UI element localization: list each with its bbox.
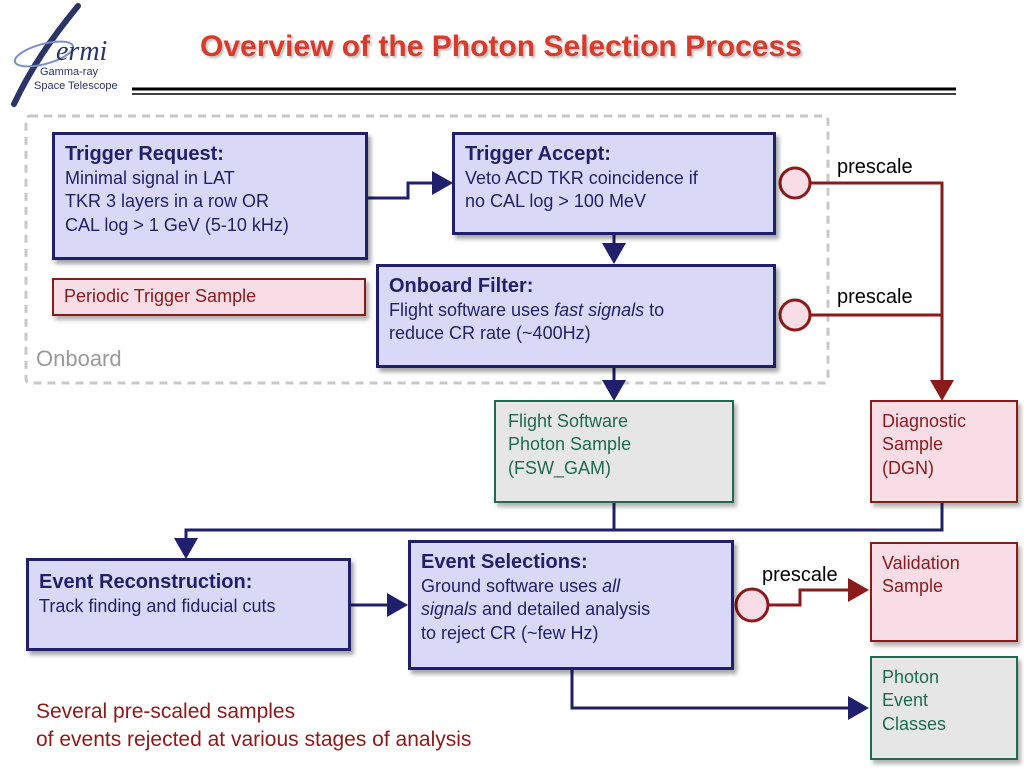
trigger-request-title: Trigger Request:	[65, 143, 224, 165]
page-title: Overview of the Photon Selection Process	[200, 30, 802, 63]
event-selections-line: to reject CR (~few Hz)	[421, 622, 599, 643]
fsw-gam-line: Photon Sample	[508, 434, 632, 455]
prescale-circle	[734, 587, 770, 623]
trigger-request-line: CAL log > 1 GeV (5-10 kHz)	[65, 214, 289, 235]
arrow-fsw-to-recon	[174, 503, 616, 559]
diagnostic-sample-line: (DGN)	[882, 457, 934, 478]
event-reconstruction-title: Event Reconstruction:	[39, 571, 253, 593]
photon-event-classes-box: Photon Event Classes	[870, 656, 1018, 760]
prescale-line-selections	[768, 578, 869, 607]
periodic-trigger-sample-box: Periodic Trigger Sample	[52, 278, 366, 316]
logo-line1: Gamma-ray	[40, 66, 99, 78]
event-selections-text: and detailed analysis	[477, 599, 651, 620]
trigger-request-line: Minimal signal in LAT	[65, 168, 235, 188]
validation-sample-box: Validation Sample	[870, 542, 1018, 642]
event-selections-box: Event Selections: Ground software uses a…	[408, 540, 734, 670]
prescale-label: prescale	[762, 564, 838, 586]
event-reconstruction-box: Event Reconstruction: Track finding and …	[26, 558, 351, 651]
diagnostic-sample-line: Sample	[882, 434, 944, 455]
trigger-request-box: Trigger Request: Minimal signal in LAT T…	[52, 132, 368, 260]
onboard-filter-title: Onboard Filter:	[389, 275, 534, 297]
photon-event-classes-line: Event	[882, 690, 929, 711]
onboard-filter-line: Flight software uses fast signals to	[389, 299, 763, 322]
fsw-gam-sample-box: Flight Software Photon Sample (FSW_GAM)	[494, 400, 734, 503]
prescale-line-accept	[810, 181, 954, 401]
line-dgn-merge	[614, 503, 944, 532]
diagnostic-sample-box: Diagnostic Sample (DGN)	[870, 400, 1018, 503]
prescale-circle	[778, 166, 812, 200]
diagnostic-sample-line: Diagnostic	[882, 411, 967, 431]
trigger-accept-title: Trigger Accept:	[465, 143, 611, 165]
footnote-line: of events rejected at various stages of …	[36, 728, 472, 752]
fsw-gam-line: (FSW_GAM)	[508, 457, 611, 478]
event-reconstruction-line: Track finding and fiducial cuts	[39, 596, 276, 616]
onboard-filter-line: reduce CR rate (~400Hz)	[389, 323, 591, 344]
event-selections-line: Ground software uses all	[421, 575, 721, 598]
trigger-accept-box: Trigger Accept: Veto ACD TKR coincidence…	[452, 132, 776, 235]
photon-event-classes-line: Classes	[882, 713, 947, 734]
event-selections-emphasis: all	[602, 576, 621, 596]
onboard-filter-emphasis: fast signals	[554, 300, 645, 320]
event-selections-emphasis: signals	[421, 599, 478, 620]
footnote-line: Several pre-scaled samples	[36, 700, 296, 723]
event-selections-text: Ground software uses	[421, 576, 603, 596]
photon-event-classes-line: Photon	[882, 667, 940, 687]
onboard-filter-text: Flight software uses	[389, 300, 555, 320]
fsw-gam-line: Flight Software	[508, 411, 629, 431]
onboard-filter-box: Onboard Filter: Flight software uses fas…	[376, 264, 776, 368]
fermi-logo-icon	[11, 3, 81, 107]
prescale-label: prescale	[837, 286, 913, 308]
prescale-circle	[778, 298, 812, 332]
footnote: Several pre-scaled samples of events rej…	[36, 698, 471, 755]
trigger-request-line: TKR 3 layers in a row OR	[65, 191, 270, 212]
arrow-selections-to-photon-classes	[570, 670, 869, 720]
trigger-accept-line: Veto ACD TKR coincidence if	[465, 168, 698, 188]
onboard-label: Onboard	[36, 346, 122, 371]
event-selections-title: Event Selections:	[421, 551, 588, 573]
validation-sample-line: Sample	[882, 576, 944, 597]
logo-line2: Space Telescope	[34, 80, 118, 92]
event-selections-line: signals and detailed analysis	[421, 598, 721, 621]
trigger-accept-line: no CAL log > 100 MeV	[465, 191, 646, 212]
onboard-filter-text: to	[644, 300, 665, 320]
arrow-request-to-accept	[368, 171, 453, 200]
periodic-trigger-sample-label: Periodic Trigger Sample	[64, 286, 257, 306]
logo-wordmark: ermi	[56, 36, 108, 67]
validation-sample-line: Validation	[882, 553, 960, 573]
onboard-region	[24, 114, 830, 385]
prescale-label: prescale	[837, 156, 913, 178]
